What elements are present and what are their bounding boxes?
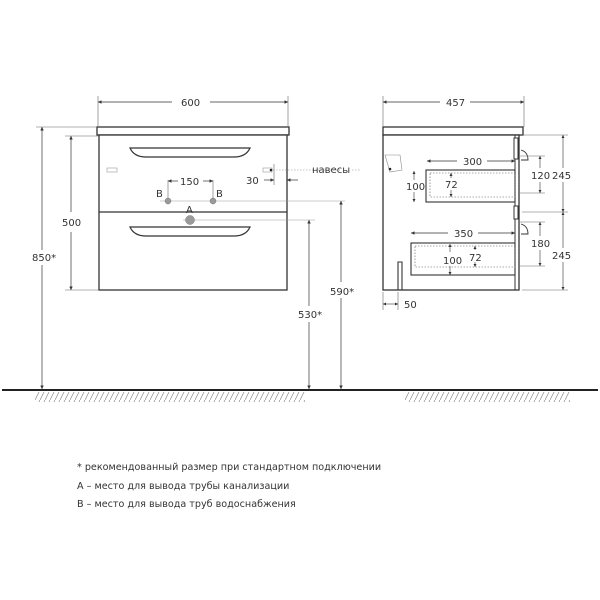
pipe-b-left <box>164 197 172 205</box>
drawer-handle-top <box>129 147 251 158</box>
pipe-b-right <box>209 197 217 205</box>
countertop <box>96 126 290 136</box>
dim-b-height: 590* <box>330 287 354 298</box>
drawer-handle-bottom <box>129 226 251 237</box>
dim-back-gap: 50 <box>404 300 417 311</box>
dim-bottom-drawer-height: 100 <box>443 256 462 267</box>
dim-bottom-drawer-depth: 350 <box>454 229 473 240</box>
note-b: B – место для вывода труб водоснабжения <box>77 499 296 510</box>
dim-top-drawer-height: 100 <box>406 182 425 193</box>
label-b-left: B <box>156 189 163 200</box>
dim-top-drawer-depth: 300 <box>463 157 482 168</box>
note-a: A – место для вывода трубы канализации <box>77 480 290 492</box>
front-view: навесы 30 150 B B A 600 500 <box>32 96 360 389</box>
dim-bottom-drawer-opening: 180 <box>531 239 550 250</box>
dim-bottom-section: 245 <box>552 251 571 262</box>
hinge-label: навесы <box>312 165 350 176</box>
notes: * рекомендованный размер при стандартном… <box>77 459 381 515</box>
side-view: 457 300 100 72 120 245 350 100 <box>382 96 571 311</box>
hinge-left-icon <box>106 167 118 173</box>
top-drawer <box>425 169 516 203</box>
dim-top-section: 245 <box>552 171 571 182</box>
pipe-a <box>185 215 195 225</box>
dim-a-height: 530* <box>298 310 322 321</box>
label-b-right: B <box>216 189 223 200</box>
label-a: A <box>186 205 193 216</box>
bottom-drawer <box>410 242 516 276</box>
dim-hinge-offset: 30 <box>246 176 259 187</box>
note-recommended: * рекомендованный размер при стандартном… <box>77 462 382 473</box>
dim-body-height: 500 <box>62 218 81 229</box>
floor <box>2 389 598 402</box>
dim-depth: 457 <box>446 98 465 109</box>
side-countertop <box>382 126 524 136</box>
dim-bottom-drawer-inner: 72 <box>469 253 482 264</box>
dim-total-height: 850* <box>32 253 56 264</box>
dim-top-drawer-opening: 120 <box>531 171 550 182</box>
dim-top-drawer-inner: 72 <box>445 180 458 191</box>
dim-width: 600 <box>181 98 200 109</box>
dim-b-spacing: 150 <box>180 177 199 188</box>
